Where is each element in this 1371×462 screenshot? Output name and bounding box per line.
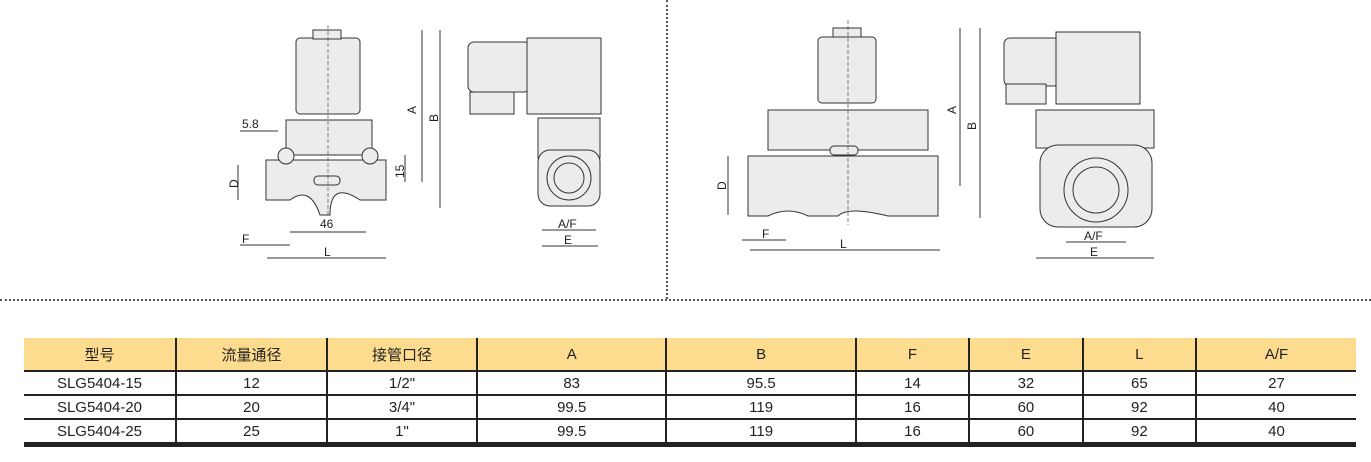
table-cell: 32 bbox=[968, 370, 1083, 395]
divider-horizontal bbox=[0, 299, 1371, 301]
label-E-right: E bbox=[1090, 245, 1098, 259]
table-cell: 65 bbox=[1081, 370, 1197, 395]
table-cell: 95.5 bbox=[665, 370, 856, 395]
label-15: 15 bbox=[393, 164, 407, 178]
label-5-8: 5.8 bbox=[242, 117, 259, 131]
header-e: E bbox=[968, 338, 1083, 371]
header-b: B bbox=[665, 338, 856, 371]
table-cell: 20 bbox=[175, 394, 327, 419]
table-cell: 99.5 bbox=[475, 418, 667, 447]
table-cell: 83 bbox=[475, 370, 667, 395]
header-af: A/F bbox=[1195, 338, 1356, 371]
table-cell: 60 bbox=[968, 394, 1083, 419]
small-valve-front-view bbox=[237, 25, 441, 259]
table-cell: 1" bbox=[326, 418, 477, 447]
table-cell: 1/2" bbox=[326, 370, 477, 395]
label-E: E bbox=[564, 233, 572, 247]
table-cell: 60 bbox=[968, 418, 1083, 447]
header-l: L bbox=[1081, 338, 1197, 371]
label-D: D bbox=[227, 179, 241, 188]
label-F: F bbox=[242, 232, 249, 246]
label-B: B bbox=[427, 114, 441, 122]
small-valve-side-view bbox=[467, 37, 602, 247]
label-A: A bbox=[405, 106, 419, 114]
table-cell: 25 bbox=[175, 418, 327, 447]
table-cell: 14 bbox=[854, 370, 970, 395]
table-cell: SLG5404-20 bbox=[24, 394, 176, 419]
table-cell: 119 bbox=[665, 418, 856, 447]
label-46: 46 bbox=[320, 217, 334, 231]
label-L: L bbox=[324, 245, 331, 259]
table-header: 型号 流量通径 接管口径 A B F E L A/F bbox=[24, 338, 1356, 371]
large-valve-front-view bbox=[727, 20, 981, 251]
label-AF-right: A/F bbox=[1084, 229, 1103, 243]
table-cell: 16 bbox=[854, 418, 970, 447]
large-valve-side-view bbox=[1003, 31, 1155, 259]
header-a: A bbox=[475, 338, 667, 371]
header-f: F bbox=[854, 338, 970, 371]
header-model: 型号 bbox=[24, 338, 176, 371]
label-A-right: A bbox=[945, 106, 959, 114]
table-cell: 119 bbox=[665, 394, 856, 419]
table-cell: 40 bbox=[1195, 418, 1356, 447]
header-port: 接管口径 bbox=[326, 338, 477, 371]
divider-vertical bbox=[666, 0, 668, 299]
table-cell: 12 bbox=[175, 370, 327, 395]
table-cell: 40 bbox=[1195, 394, 1356, 419]
table-cell: 92 bbox=[1081, 394, 1197, 419]
table-cell: 99.5 bbox=[475, 394, 667, 419]
table-cell: 16 bbox=[854, 394, 970, 419]
label-AF: A/F bbox=[558, 217, 577, 231]
valve-drawings: A B D F L 5.8 15 46 A/F E A B D F L A/F … bbox=[227, 20, 1155, 259]
label-L-right: L bbox=[840, 237, 847, 251]
label-B-right: B bbox=[965, 122, 979, 130]
table-cell: SLG5404-25 bbox=[24, 418, 176, 447]
label-D-right: D bbox=[715, 181, 729, 190]
table-cell: 92 bbox=[1081, 418, 1197, 447]
label-F-right: F bbox=[762, 227, 769, 241]
table-cell: SLG5404-15 bbox=[24, 370, 176, 395]
header-flow: 流量通径 bbox=[175, 338, 327, 371]
table-cell: 27 bbox=[1195, 370, 1356, 395]
table-cell: 3/4" bbox=[326, 394, 477, 419]
